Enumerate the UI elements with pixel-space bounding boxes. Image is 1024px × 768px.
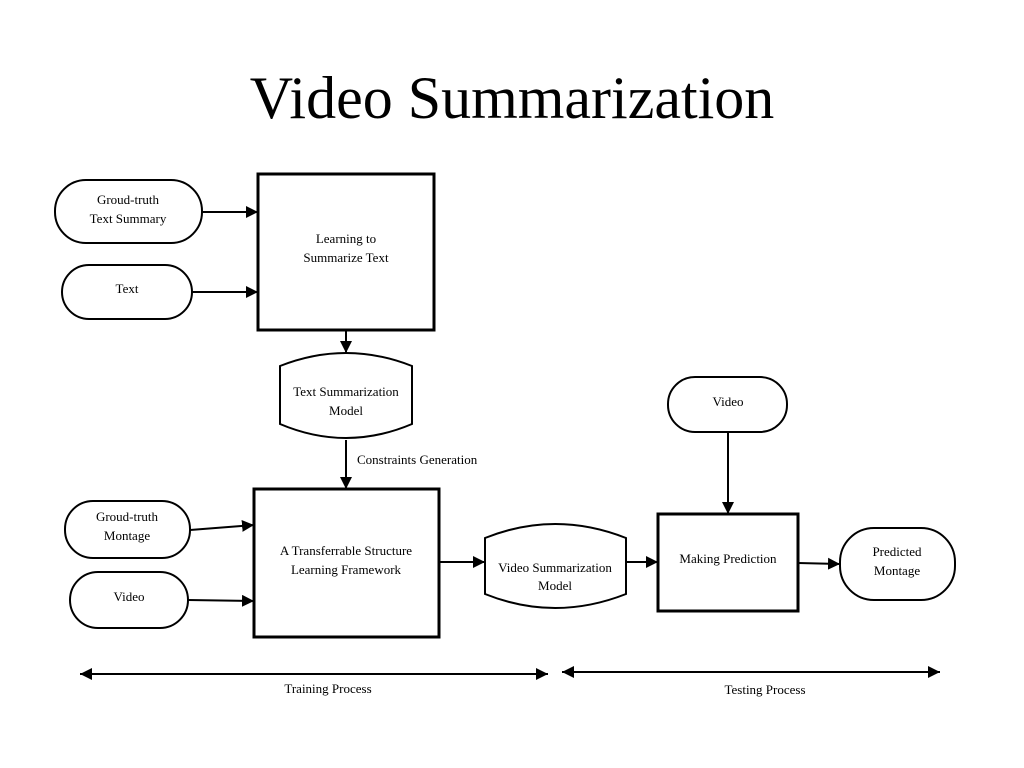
testing-process-label: Testing Process xyxy=(724,682,805,697)
node-video-summarization-model: Video Summarization Model xyxy=(484,523,627,609)
node-learning-to-summarize-text-line1: Learning to xyxy=(316,231,376,246)
node-groundtruth-montage-line1: Groud-truth xyxy=(96,509,159,524)
node-video-training-label: Video xyxy=(114,589,145,604)
node-text: Text xyxy=(61,264,193,320)
node-predicted-montage-line1: Predicted xyxy=(872,544,922,559)
node-groundtruth-text-summary-line1: Groud-truth xyxy=(97,192,160,207)
node-groundtruth-text-summary: Groud-truth Text Summary xyxy=(54,179,203,244)
node-groundtruth-montage: Groud-truth Montage xyxy=(64,500,191,559)
node-making-prediction-label: Making Prediction xyxy=(679,551,777,566)
node-video-testing: Video xyxy=(667,376,788,433)
node-transferrable-structure-framework: A Transferrable Structure Learning Frame… xyxy=(252,487,441,639)
arrow-video-to-framework xyxy=(187,594,255,607)
node-transferrable-structure-framework-line2: Learning Framework xyxy=(291,562,402,577)
slide-title: Video Summarization xyxy=(249,65,775,131)
node-text-label: Text xyxy=(116,281,139,296)
node-making-prediction: Making Prediction xyxy=(656,512,800,613)
node-learning-to-summarize-text: Learning to Summarize Text xyxy=(256,172,436,332)
node-text-summarization-model-line1: Text Summarization xyxy=(293,384,399,399)
node-video-testing-label: Video xyxy=(713,394,744,409)
node-groundtruth-montage-line2: Montage xyxy=(104,528,150,543)
node-video-summarization-model-line2: Model xyxy=(538,578,572,593)
edge-label-constraints-generation: Constraints Generation xyxy=(357,452,478,467)
node-learning-to-summarize-text-line2: Summarize Text xyxy=(303,250,389,265)
node-predicted-montage: Predicted Montage xyxy=(839,527,956,601)
node-groundtruth-text-summary-line2: Text Summary xyxy=(90,211,167,226)
node-predicted-montage-line2: Montage xyxy=(874,563,920,578)
node-video-summarization-model-line1: Video Summarization xyxy=(498,560,612,575)
node-text-summarization-model: Text Summarization Model xyxy=(279,352,413,439)
arrow-groundtruth-montage-to-framework xyxy=(189,519,255,532)
node-transferrable-structure-framework-line1: A Transferrable Structure xyxy=(280,543,412,558)
node-video-training: Video xyxy=(69,571,189,629)
arrow-prediction-to-predicted-montage xyxy=(797,557,841,570)
training-process-label: Training Process xyxy=(284,681,371,696)
node-text-summarization-model-line2: Model xyxy=(329,403,363,418)
